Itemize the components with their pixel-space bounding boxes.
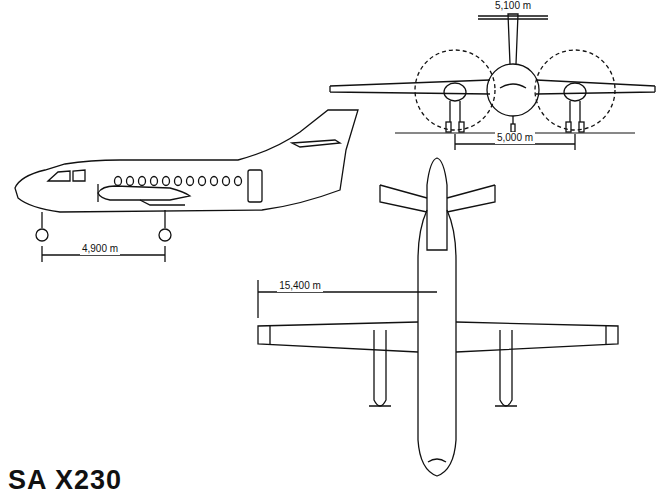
height-dimension: 5,100 m — [493, 0, 533, 12]
front-view — [330, 14, 655, 150]
side-view — [15, 110, 358, 262]
half-span-dimension: 15,400 m — [277, 280, 323, 292]
track-dimension: 5,000 m — [495, 132, 535, 144]
wheelbase-dimension: 4,900 m — [80, 243, 120, 255]
top-view — [258, 158, 618, 476]
drawing-title: SA X230 — [8, 465, 122, 496]
